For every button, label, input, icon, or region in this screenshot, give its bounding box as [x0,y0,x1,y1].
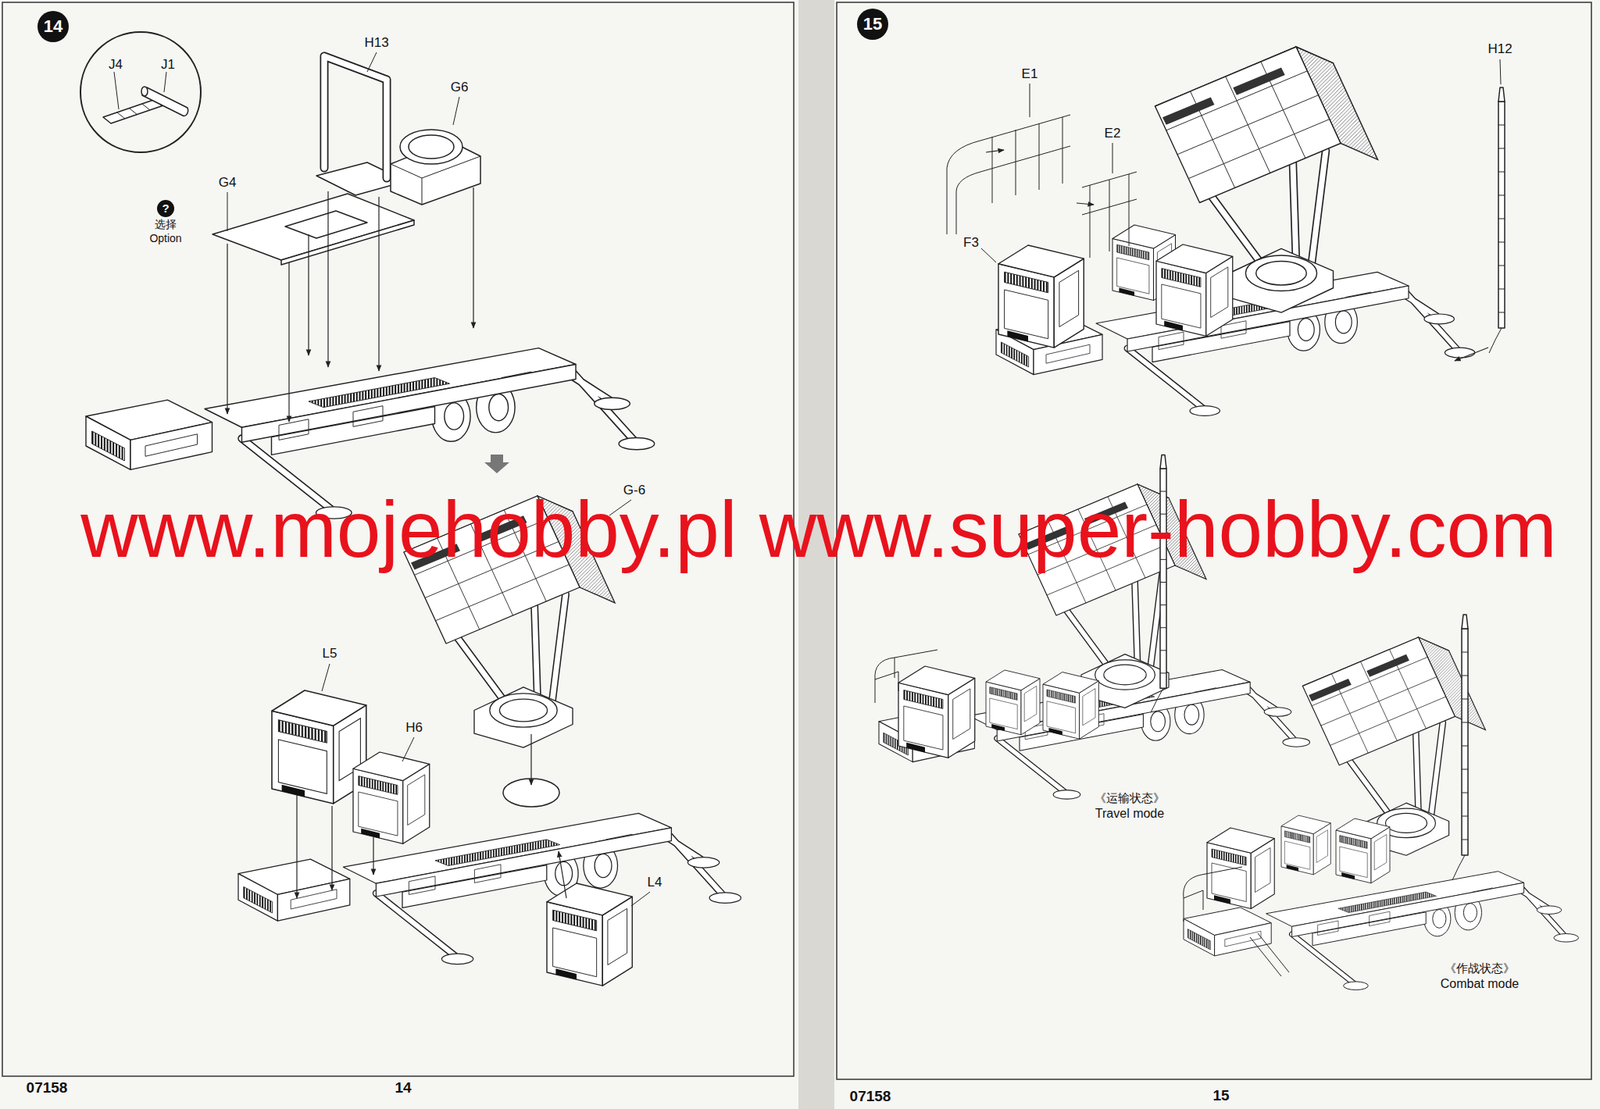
page-number: 14 [394,1079,411,1097]
option-marker: ?选择Option [134,200,197,249]
mode-caption: 《作战状态》 [1444,961,1515,975]
kit-number: 07158 [26,1079,68,1097]
step-number-text: 15 [863,15,883,33]
page-number: 15 [1212,1087,1229,1105]
part-number: G6 [450,79,469,96]
part-number: J1 [160,57,175,72]
mode-caption: Travel mode [1095,807,1165,822]
part-number: E2 [1104,125,1122,142]
option-icon: ? [157,200,175,218]
step-number: 15 [857,8,889,40]
mode-caption: 《运输状态》 [1094,791,1165,805]
part-number: H6 [405,720,423,736]
option-text: Option [149,231,182,246]
step-number-text: 14 [43,17,63,36]
step-number: 14 [37,10,69,43]
part-number: J4 [108,57,123,72]
part-number: G4 [218,175,237,191]
detail-circle: J4 J1 [79,31,202,154]
part-number: H12 [1487,41,1512,58]
kit-number: 07158 [850,1088,892,1106]
part-number: H13 [364,35,389,51]
mode-caption: Combat mode [1440,977,1520,992]
watermark: www.mojehobby.pl www.super-hobby.com [80,484,1558,576]
part-number: E1 [1021,66,1039,83]
part-number: L4 [647,875,663,891]
part-number: F3 [963,235,979,251]
option-text: 选择 [154,217,177,232]
part-number: L5 [322,646,338,662]
